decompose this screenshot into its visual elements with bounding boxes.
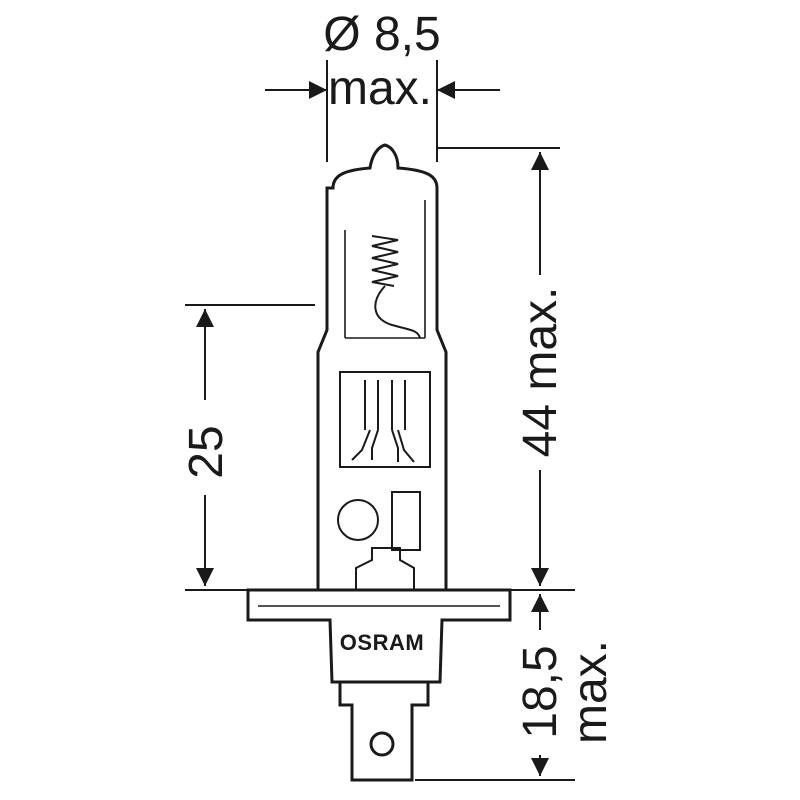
glass-envelope (316, 143, 448, 592)
height-total-value: 44 max. (514, 287, 567, 458)
support-leg-left (351, 429, 379, 461)
diameter-note: max. (328, 62, 432, 115)
base-length-dimension: 18,5 max. (415, 594, 617, 781)
base-flange (246, 588, 512, 684)
height-lower-dimension: 25 (180, 304, 315, 591)
diameter-dimension: Ø 8,5 max. (265, 8, 500, 162)
bulb-outline (246, 143, 512, 782)
height-lower-value: 25 (180, 425, 233, 478)
brand-label: OSRAM (340, 630, 424, 655)
base-length-note: max. (564, 640, 617, 744)
terminal-hole (369, 731, 395, 757)
seal-foot (355, 547, 415, 590)
support-leg-right (391, 429, 415, 463)
filament-lead (374, 285, 421, 339)
pinch-seal (339, 371, 431, 468)
height-total-dimension: 44 max. (437, 147, 575, 591)
bulb-internals (337, 235, 431, 590)
filament-coil (371, 235, 399, 287)
seal-circle (337, 499, 379, 541)
diameter-value: Ø 8,5 (323, 8, 440, 61)
support-wires (364, 380, 406, 430)
seal-rectangle (391, 491, 421, 551)
terminal-tab (338, 682, 430, 782)
glass-inner-line (344, 200, 426, 339)
base-length-value: 18,5 (514, 645, 567, 738)
